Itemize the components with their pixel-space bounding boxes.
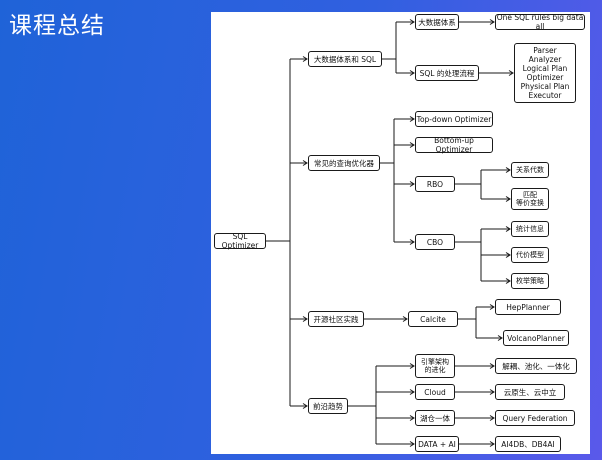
connector-arrowhead <box>489 441 495 447</box>
connector-arrowhead <box>505 167 511 173</box>
connector-arrowhead <box>302 403 308 409</box>
node-bottom-up: Bottom-up Optimizer <box>415 136 493 154</box>
connector-arrowhead <box>409 415 415 421</box>
node-rbo: RBO <box>415 176 455 192</box>
node-sql-process: SQL 的处理流程 <box>415 65 479 81</box>
node-cloud: Cloud <box>415 384 455 400</box>
connector-arrowhead <box>409 142 415 148</box>
connector-arrowhead <box>409 19 415 25</box>
connector-arrowhead <box>489 19 495 25</box>
connector-arrowhead <box>409 441 415 447</box>
connector-arrowhead <box>505 278 511 284</box>
node-frontier-trends: 前沿趋势 <box>308 398 348 414</box>
node-cost-model: 代价模型 <box>511 247 549 263</box>
connector-arrowhead <box>409 363 415 369</box>
node-volcano-planner: VolcanoPlanner <box>503 330 569 346</box>
connector-arrowhead <box>508 70 514 76</box>
connector-arrowhead <box>409 389 415 395</box>
connector-arrowhead <box>505 226 511 232</box>
node-one-sql: One SQL rules big data all <box>495 13 585 31</box>
node-cbo: CBO <box>415 234 455 250</box>
connector-arrowhead <box>489 415 495 421</box>
node-bigdata-and-sql: 大数据体系和 SQL <box>308 51 382 67</box>
connector-arrowhead <box>302 160 308 166</box>
connector-arrowhead <box>409 239 415 245</box>
node-calcite: Calcite <box>408 311 458 327</box>
node-lakehouse: 湖仓一体 <box>415 410 455 426</box>
slide-title: 课程总结 <box>9 13 105 39</box>
node-equivalence-transform: 匹配 等价变换 <box>511 188 549 210</box>
node-process-stages: Parser Analyzer Logical Plan Optimizer P… <box>514 43 576 103</box>
mindmap-diagram: SQL Optimizer 大数据体系和 SQL 大数据体系 One SQL r… <box>211 12 590 454</box>
connector-arrowhead <box>402 316 408 322</box>
connector-arrowhead <box>409 116 415 122</box>
connector-arrowhead <box>409 70 415 76</box>
connector-arrowhead <box>505 196 511 202</box>
node-hep-planner: HepPlanner <box>495 299 561 315</box>
node-data-ai: DATA + AI <box>415 436 459 452</box>
node-top-down: Top-down Optimizer <box>415 111 493 127</box>
node-bigdata-system: 大数据体系 <box>415 14 459 30</box>
mindmap-connectors <box>266 19 514 447</box>
node-ai4db-db4ai: AI4DB、DB4AI <box>495 436 561 452</box>
node-statistics: 统计信息 <box>511 221 549 237</box>
node-decouple-pool-integrate: 解耦、池化、一体化 <box>495 358 577 374</box>
connector-arrowhead <box>302 316 308 322</box>
connector-arrowhead <box>505 252 511 258</box>
node-common-optimizers: 常见的查询优化器 <box>308 155 380 171</box>
connector-arrowhead <box>489 304 495 310</box>
node-relational-algebra: 关系代数 <box>511 162 549 178</box>
connector-arrowhead <box>302 56 308 62</box>
node-open-source-practice: 开源社区实践 <box>308 311 364 327</box>
node-sql-optimizer: SQL Optimizer <box>214 232 266 250</box>
connector-arrowhead <box>489 363 495 369</box>
node-enumeration: 枚举策略 <box>511 273 549 289</box>
node-query-federation: Query Federation <box>495 410 575 426</box>
connector-arrowhead <box>497 335 503 341</box>
node-cloud-native: 云原生、云中立 <box>495 384 565 400</box>
connector-arrowhead <box>489 389 495 395</box>
node-engine-evolution: 引擎架构 的进化 <box>415 354 455 378</box>
connector-arrowhead <box>409 181 415 187</box>
